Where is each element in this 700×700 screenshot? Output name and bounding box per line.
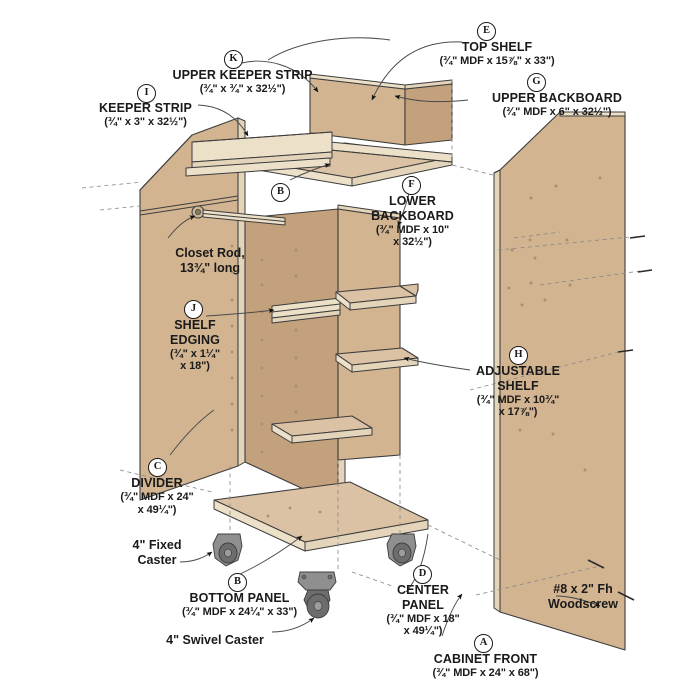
key-marker-k: K <box>224 50 243 69</box>
part-keeper-strip <box>185 131 333 177</box>
key-marker-f: F <box>402 176 421 195</box>
part-bottom-panel <box>213 481 429 552</box>
part-adjustable-shelf-lower <box>271 415 373 444</box>
part-adjustable-shelf-upper <box>335 285 417 311</box>
key-marker-c: C <box>148 458 167 477</box>
part-shelf-extension-upper <box>399 283 419 297</box>
key-marker-b: B <box>228 573 247 592</box>
part-center-panel <box>244 208 346 509</box>
key-marker-d: D <box>413 565 432 584</box>
part-cabinet-front <box>469 111 641 651</box>
key-marker-i: I <box>137 84 156 103</box>
part-divider <box>81 117 246 501</box>
caster-right <box>386 533 417 567</box>
leader-lines <box>167 37 601 637</box>
part-closet-rod <box>191 205 286 226</box>
key-marker-a: A <box>474 634 493 653</box>
part-shelf-edging <box>271 297 341 324</box>
key-marker-h: H <box>509 346 528 365</box>
key-marker-e: E <box>477 22 496 41</box>
caster-swivel <box>297 571 337 619</box>
part-adjustable-shelf-mid <box>335 347 419 373</box>
caster-fixed-left <box>212 533 243 567</box>
key-marker-b-upper: B <box>271 183 290 202</box>
part-upper-backboard <box>309 73 453 146</box>
key-marker-j: J <box>184 300 203 319</box>
woodscrew-icons <box>587 235 653 601</box>
assembly-dashed-lines <box>99 80 501 572</box>
key-marker-g: G <box>527 73 546 92</box>
